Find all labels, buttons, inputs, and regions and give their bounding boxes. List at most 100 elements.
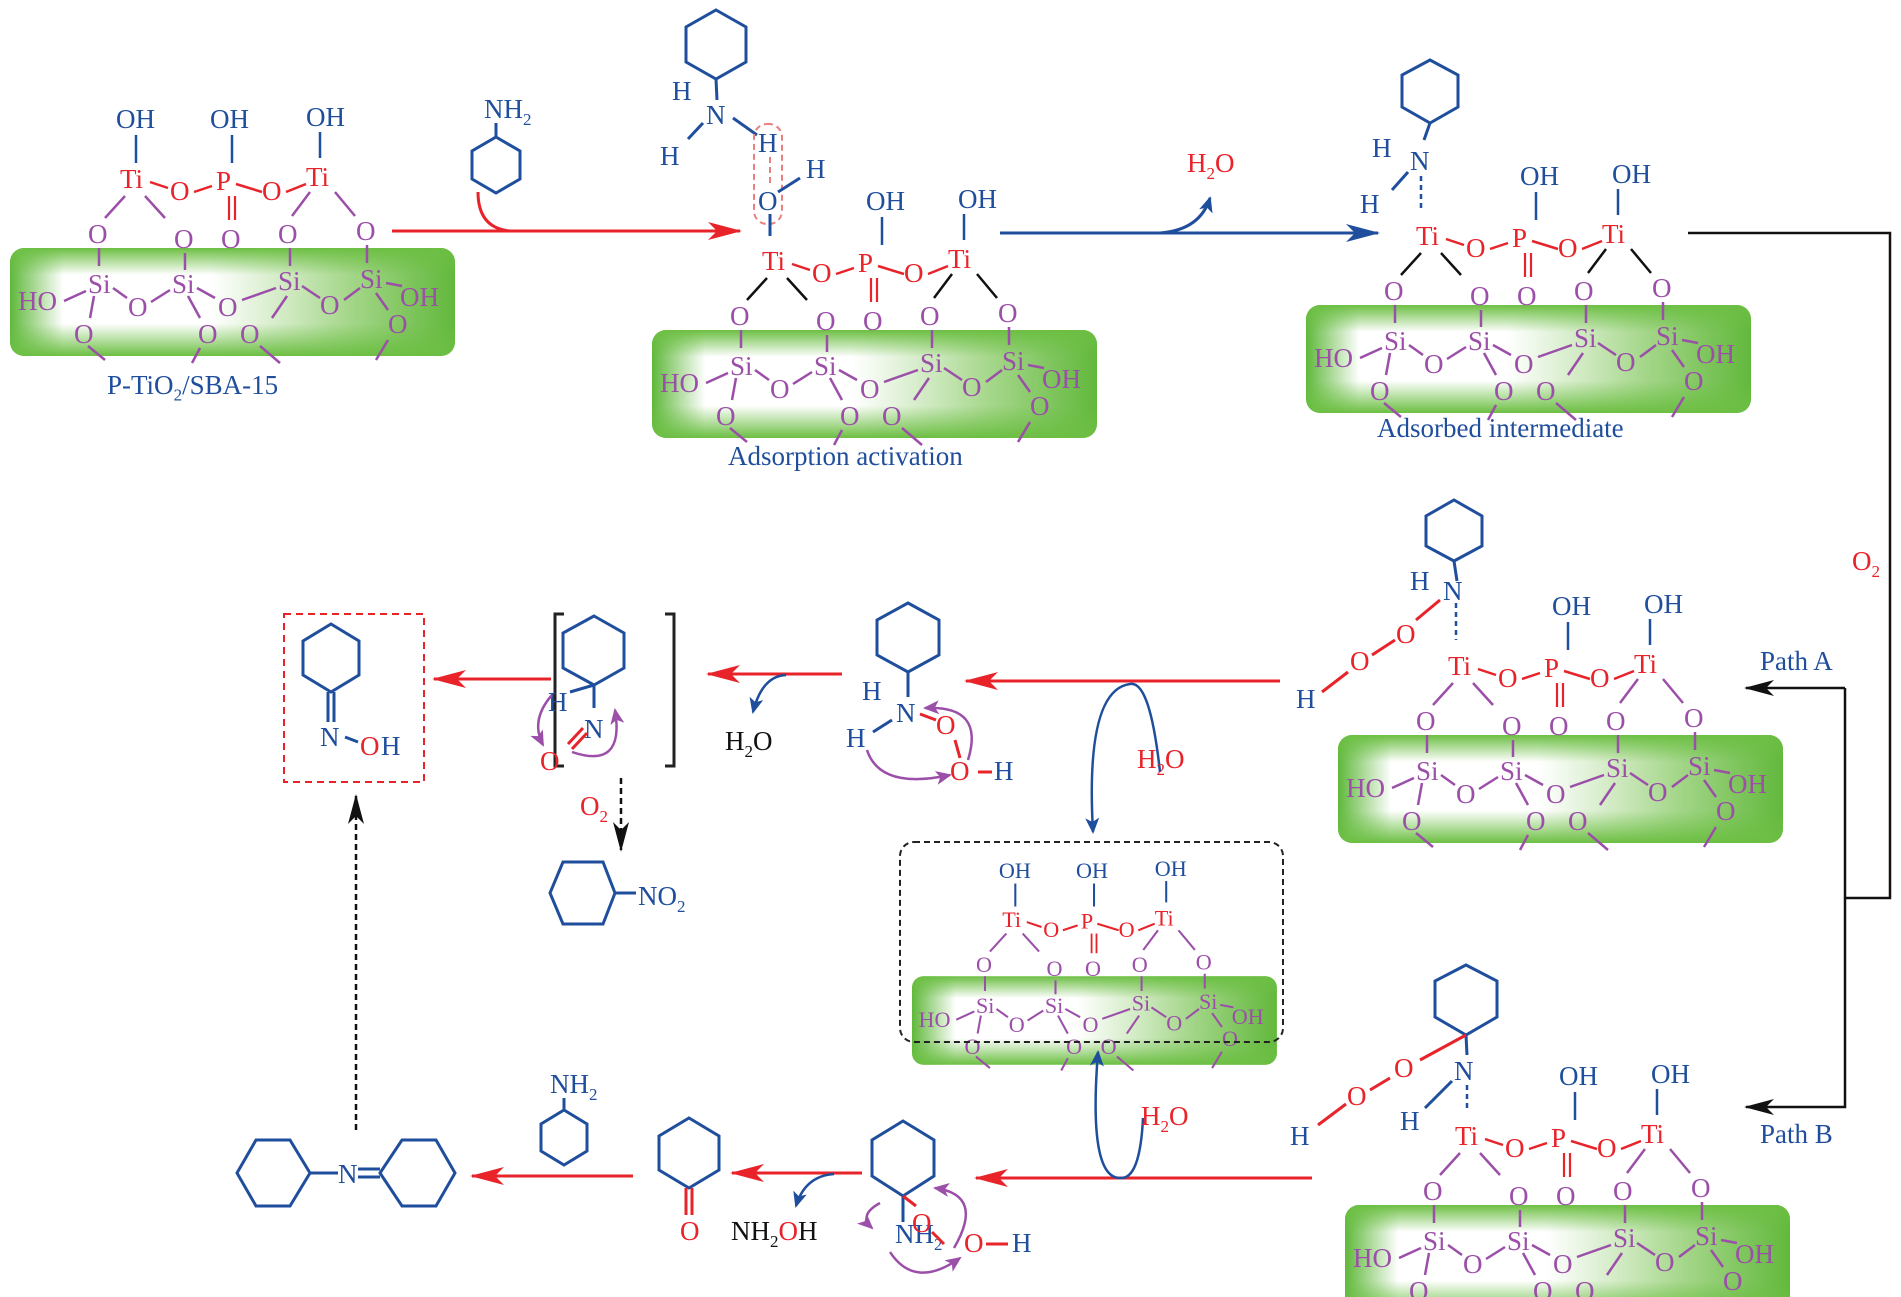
svg-text:H: H <box>1296 684 1316 714</box>
atom-label: O <box>1423 1176 1443 1206</box>
atom-label: O <box>812 258 832 288</box>
svg-text:O: O <box>1396 619 1416 649</box>
electron-arrow <box>856 1201 881 1230</box>
electron-arrow <box>571 708 625 758</box>
atom-label: O <box>1030 391 1050 421</box>
atom-label: Si <box>1416 756 1439 786</box>
atom-label: P <box>858 248 873 278</box>
cyclohexanone: O <box>657 1116 721 1246</box>
svg-text:N: N <box>1410 146 1430 176</box>
atom-label: OH <box>1696 339 1735 369</box>
nitro-label: NO2 <box>638 881 686 916</box>
atom-label: Si <box>1507 1226 1530 1256</box>
svg-text:O: O <box>540 746 560 776</box>
atom-label: OH <box>1552 591 1591 621</box>
atom-label: O <box>88 219 108 249</box>
cyclohexane-ring <box>378 1138 457 1208</box>
product-highlight-box <box>283 613 425 783</box>
atom-label: O <box>964 1034 980 1059</box>
electron-arrow <box>933 1183 968 1249</box>
svg-text:O: O <box>1347 1081 1367 1111</box>
silica-support-shade <box>10 248 455 356</box>
atom-label: O <box>1222 1026 1238 1051</box>
atom-label: O <box>1684 703 1704 733</box>
atom-label: OH <box>1644 589 1683 619</box>
atom-label: O <box>882 401 902 431</box>
atom-label: O <box>1466 233 1486 263</box>
svg-text:H: H <box>1012 1228 1032 1258</box>
atom-label: O <box>1568 806 1588 836</box>
atom-label: OH <box>116 104 155 134</box>
path-a-peroxy-species: H N O O H <box>1296 498 1484 714</box>
atom-label: O <box>1498 663 1518 693</box>
atom-label: O <box>1416 706 1436 736</box>
path-b-arrow-2: NH2OH <box>730 1164 862 1251</box>
atom-label: O <box>730 301 750 331</box>
atom-label: Si <box>1468 326 1491 356</box>
amine-label: NH2 <box>550 1069 598 1104</box>
atom-label: O <box>716 401 736 431</box>
atom-label: Si <box>1688 751 1711 781</box>
atom-label: O <box>1716 796 1736 826</box>
amine-label: NH2 <box>895 1219 943 1254</box>
atom-label: Ti <box>1002 907 1021 932</box>
cyclohexane-ring <box>875 601 941 674</box>
atom-label: Ti <box>1416 221 1439 251</box>
cyclohexane-ring <box>684 8 748 81</box>
atom-label: OH <box>1728 769 1767 799</box>
svg-text:H: H <box>1372 133 1392 163</box>
atom-label: O <box>1009 1012 1025 1037</box>
reagent-cyclohexylamine-top: NH2 <box>470 94 532 195</box>
atom-label: Ti <box>1455 1121 1478 1151</box>
atom-label: OH <box>1612 159 1651 189</box>
svg-text:N: N <box>1454 1056 1474 1086</box>
atom-label: O <box>1691 1173 1711 1203</box>
atom-label: OH <box>1651 1059 1690 1089</box>
atom-label: O <box>240 319 260 349</box>
atom-label: Si <box>278 266 301 296</box>
svg-text:O: O <box>758 186 778 216</box>
atom-label: O <box>1655 1247 1675 1277</box>
atom-label: Ti <box>1155 905 1174 930</box>
svg-text:H: H <box>994 756 1014 786</box>
atom-label: O <box>1402 806 1422 836</box>
path-b-peroxy-species: N H O O H <box>1290 963 1499 1151</box>
atom-label: O <box>1470 281 1490 311</box>
atom-label: O <box>1046 956 1062 981</box>
atom-label: P <box>1081 909 1093 934</box>
svg-text:H: H <box>806 154 826 184</box>
atom-label: O <box>1509 1181 1529 1211</box>
atom-label: O <box>1494 376 1514 406</box>
atom-label: O <box>1546 779 1566 809</box>
svg-text:N: N <box>584 714 604 744</box>
svg-text:N: N <box>1443 576 1463 606</box>
atom-label: O <box>1166 1010 1182 1035</box>
atom-label: O <box>1384 276 1404 306</box>
atom-label: O <box>770 374 790 404</box>
atom-label: O <box>170 176 190 206</box>
atom-label: O <box>1575 1276 1595 1297</box>
atom-label: O <box>218 292 238 322</box>
svg-text:O: O <box>360 731 380 761</box>
atom-label: HO <box>1314 343 1353 373</box>
atom-label: Si <box>1045 993 1063 1018</box>
nitroso-intermediate: H N O <box>530 612 676 776</box>
o2-branch-connector: O2 Path A Path B <box>1688 231 1892 1149</box>
atom-label: O <box>1549 711 1569 741</box>
reagent-cyclohexylamine-bottom: NH2 <box>539 1069 598 1167</box>
svg-text:O: O <box>1394 1053 1414 1083</box>
catalyst-caption: P-TiO2/SBA-15 <box>107 370 279 405</box>
atom-label: O <box>1463 1249 1483 1279</box>
atom-label: O <box>1684 366 1704 396</box>
atom-label: O <box>1196 950 1212 975</box>
atom-label: O <box>1517 281 1537 311</box>
adsorbed-amine-intermediate: H N H <box>1360 58 1460 219</box>
atom-label: O <box>904 258 924 288</box>
atom-label: O <box>976 952 992 977</box>
amine-label: NH2 <box>484 94 532 129</box>
path-b-label: Path B <box>1760 1119 1833 1149</box>
atom-label: O <box>198 319 218 349</box>
atom-label: OH <box>1076 858 1108 883</box>
